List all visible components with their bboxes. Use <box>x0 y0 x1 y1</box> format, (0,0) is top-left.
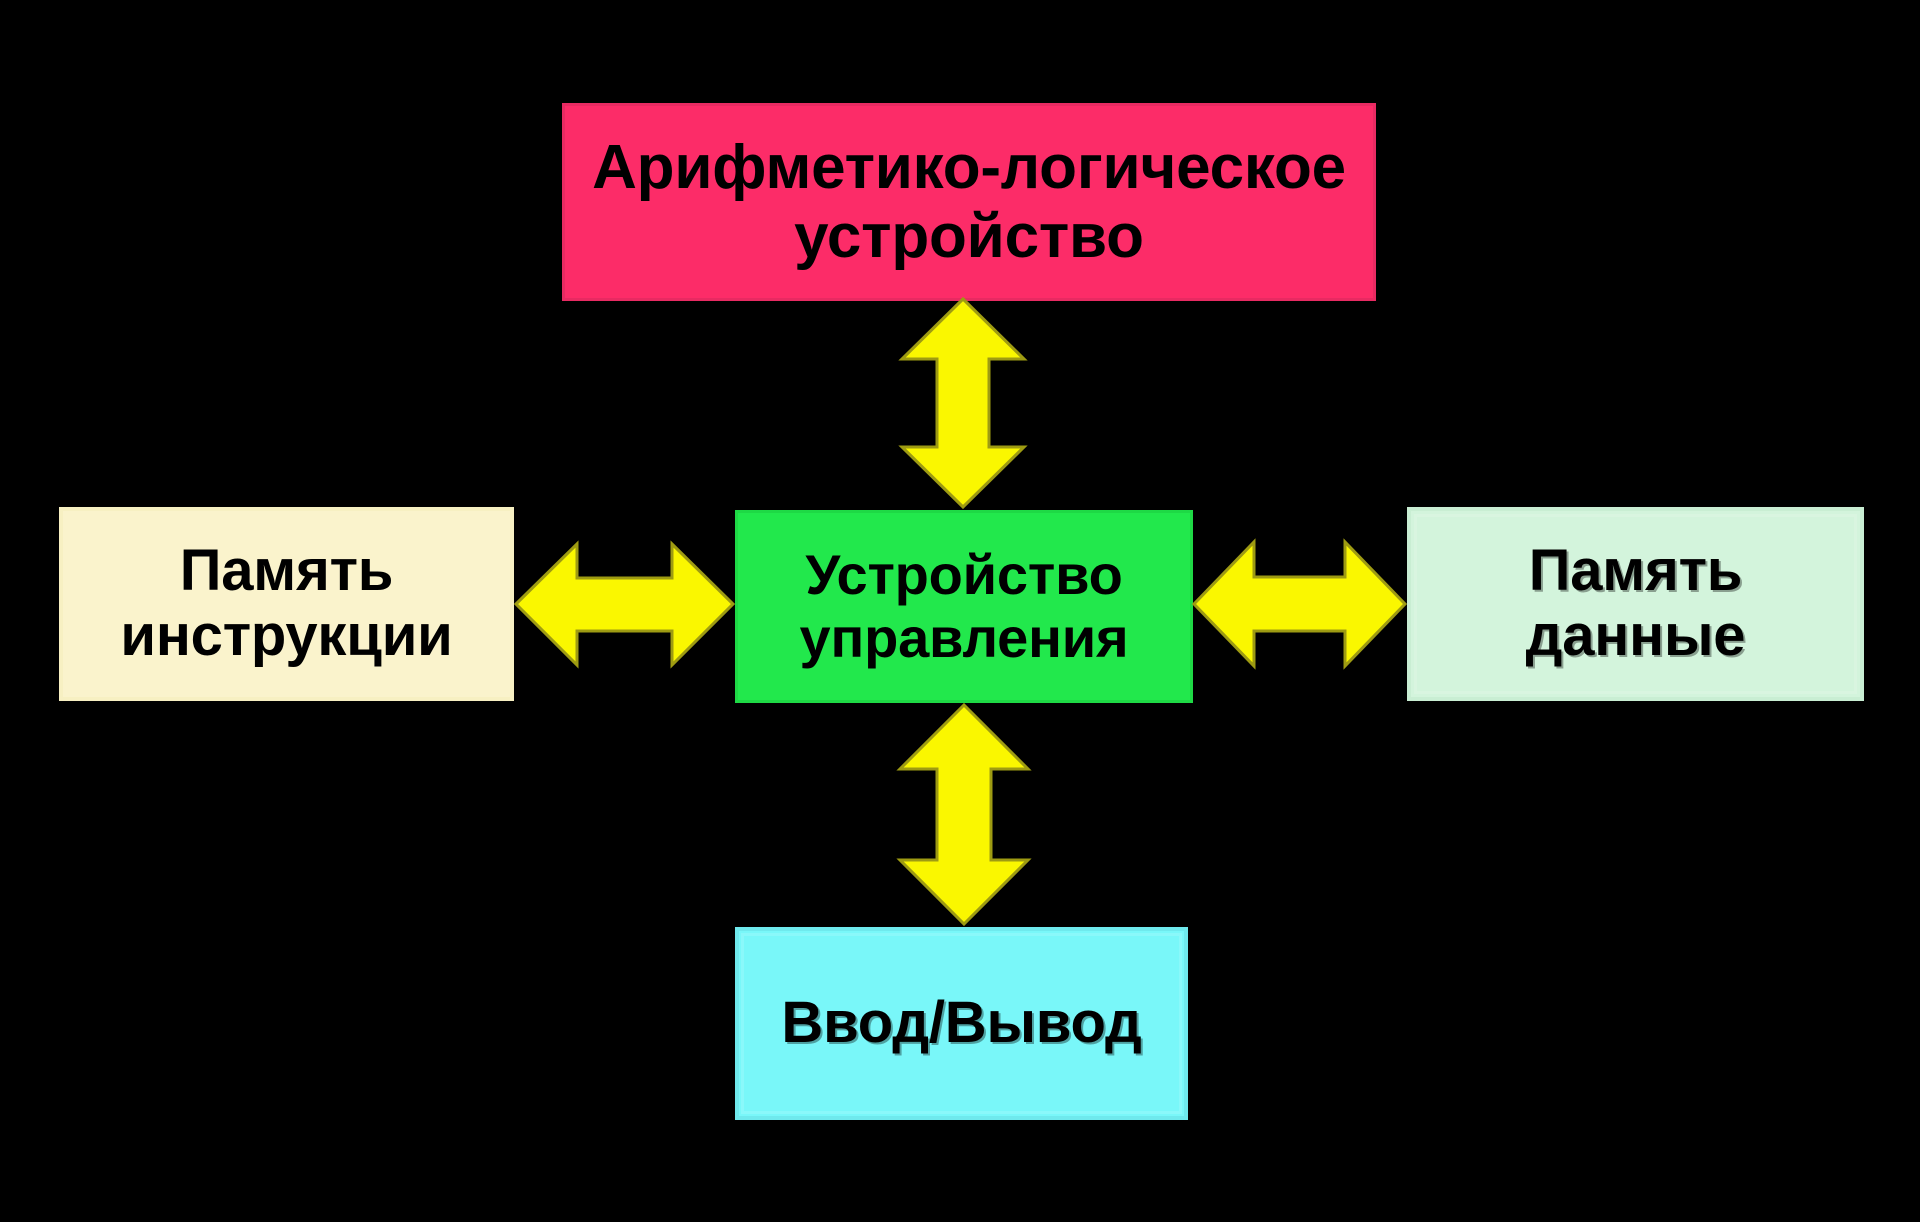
node-arithmetic-logic-unit[interactable]: Арифметико-логическое устройство <box>562 103 1376 301</box>
node-data-memory[interactable]: Память данные <box>1407 507 1864 701</box>
node-control-unit[interactable]: Устройство управления <box>735 510 1193 703</box>
double-arrow-vertical-icon-alu-control <box>898 296 1028 510</box>
double-arrow-horizontal-icon-control-data <box>1191 538 1408 670</box>
double-arrow-vertical-icon-control-io <box>896 702 1032 927</box>
node-instruction-memory[interactable]: Память инструкции <box>59 507 514 701</box>
node-input-output[interactable]: Ввод/Вывод <box>735 927 1188 1120</box>
double-arrow-horizontal-icon-instruction-control <box>513 540 736 669</box>
